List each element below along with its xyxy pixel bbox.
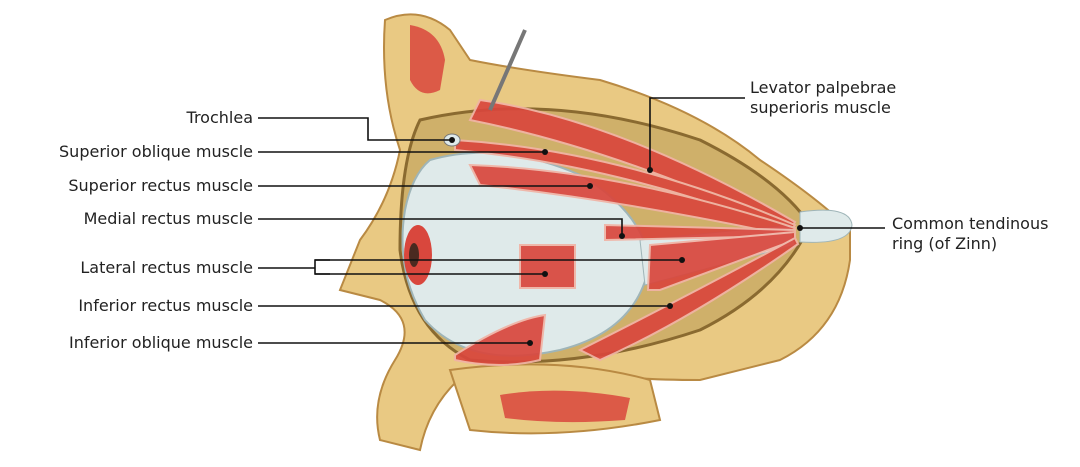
- frontal-sinus: [410, 25, 445, 94]
- maxillary-sinus: [500, 390, 630, 423]
- leader-medial-rectus: [258, 218, 623, 236]
- leader-levator: [649, 97, 745, 170]
- trochlea-probe: [488, 29, 527, 111]
- label-lateral-rectus: Lateral rectus muscle: [80, 258, 253, 277]
- label-levator-line1: Levator palpebrae: [750, 78, 897, 97]
- label-superior-oblique: Superior oblique muscle: [59, 142, 253, 161]
- label-trochlea: Trochlea: [186, 108, 253, 127]
- label-superior-rectus: Superior rectus muscle: [68, 176, 253, 195]
- label-common-ring-line2: ring (of Zinn): [892, 234, 998, 253]
- pupil: [409, 243, 419, 267]
- leader-lateral-rectus-bracket: [314, 259, 330, 275]
- label-common-ring-line1: Common tendinous: [892, 214, 1049, 233]
- label-levator-line2: superioris muscle: [750, 98, 891, 117]
- inferior-rectus-muscle: [577, 236, 800, 362]
- lateral-rectus-muscle: [646, 230, 796, 291]
- inferior-oblique-muscle: [454, 313, 547, 366]
- lateral-rectus-insertion: [519, 244, 576, 289]
- leader-trochlea: [258, 117, 452, 141]
- label-inferior-oblique: Inferior oblique muscle: [68, 333, 253, 352]
- label-medial-rectus: Medial rectus muscle: [83, 209, 253, 228]
- label-inferior-rectus: Inferior rectus muscle: [78, 296, 253, 315]
- optic-nerve-stump: [799, 209, 853, 243]
